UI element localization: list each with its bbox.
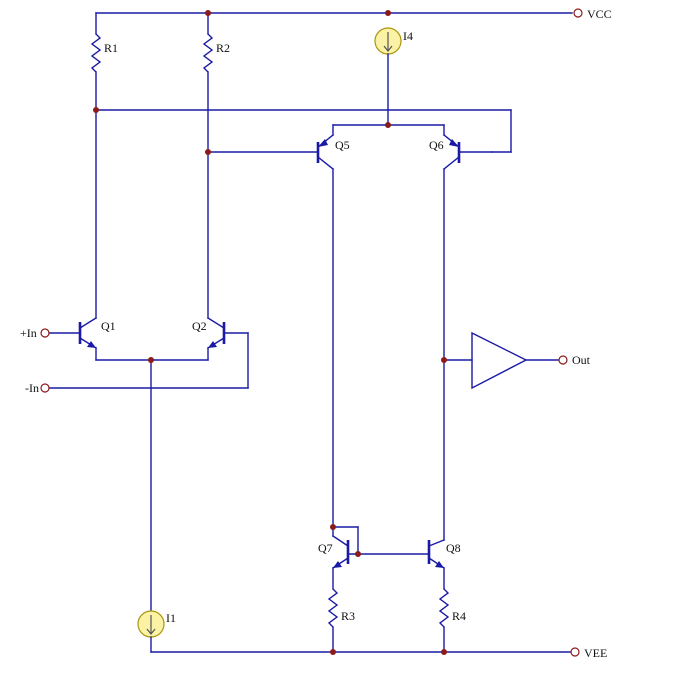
- i4-label: I4: [403, 29, 413, 43]
- q7-transistor: [332, 526, 430, 590]
- q2-transistor: [207, 317, 249, 389]
- i1-current-source: [137, 610, 165, 653]
- r2-resistor: [202, 12, 214, 319]
- junction-dot: [148, 357, 154, 363]
- i4-current-source: [374, 27, 402, 126]
- q8-label: Q8: [446, 541, 461, 555]
- r4-label: R4: [452, 609, 466, 623]
- q1-label: Q1: [101, 319, 116, 333]
- junction-dot: [441, 357, 447, 363]
- r1-label: R1: [104, 41, 118, 55]
- r2-label: R2: [216, 41, 230, 55]
- q6-base-wire: [95, 109, 512, 153]
- junction-dot: [205, 149, 211, 155]
- junction-dots: [93, 10, 447, 655]
- in-minus-label: -In: [25, 381, 39, 395]
- junction-dot: [330, 649, 336, 655]
- junction-dot: [205, 10, 211, 16]
- q5-transistor: [207, 134, 334, 528]
- r3-resistor: [327, 588, 339, 653]
- in-minus-terminal[interactable]: [40, 383, 50, 393]
- q6-transistor: [443, 134, 493, 541]
- output-buffer: [443, 331, 559, 390]
- out-label: Out: [572, 353, 591, 367]
- junction-dot: [93, 107, 99, 113]
- q1-transistor: [48, 317, 97, 361]
- q6-label: Q6: [429, 138, 444, 152]
- junction-dot: [441, 649, 447, 655]
- q7-label: Q7: [318, 541, 333, 555]
- q2-label: Q2: [192, 319, 207, 333]
- junction-dot: [385, 10, 391, 16]
- r4-resistor: [438, 588, 450, 653]
- vcc-label: VCC: [587, 7, 612, 21]
- r1-resistor: [90, 12, 102, 319]
- junction-dot: [330, 524, 336, 530]
- r3-label: R3: [341, 609, 355, 623]
- in-plus-label: +In: [20, 326, 37, 340]
- in-plus-terminal[interactable]: [40, 328, 50, 338]
- i1-label: I1: [166, 611, 176, 625]
- q5-label: Q5: [335, 138, 350, 152]
- vcc-terminal[interactable]: [573, 8, 583, 18]
- q8-transistor: [427, 539, 445, 590]
- vee-label: VEE: [584, 646, 607, 660]
- out-terminal[interactable]: [558, 355, 568, 365]
- tail-current-wire: [95, 359, 209, 612]
- junction-dot: [385, 122, 391, 128]
- vee-terminal[interactable]: [570, 647, 580, 657]
- junction-dot: [355, 551, 361, 557]
